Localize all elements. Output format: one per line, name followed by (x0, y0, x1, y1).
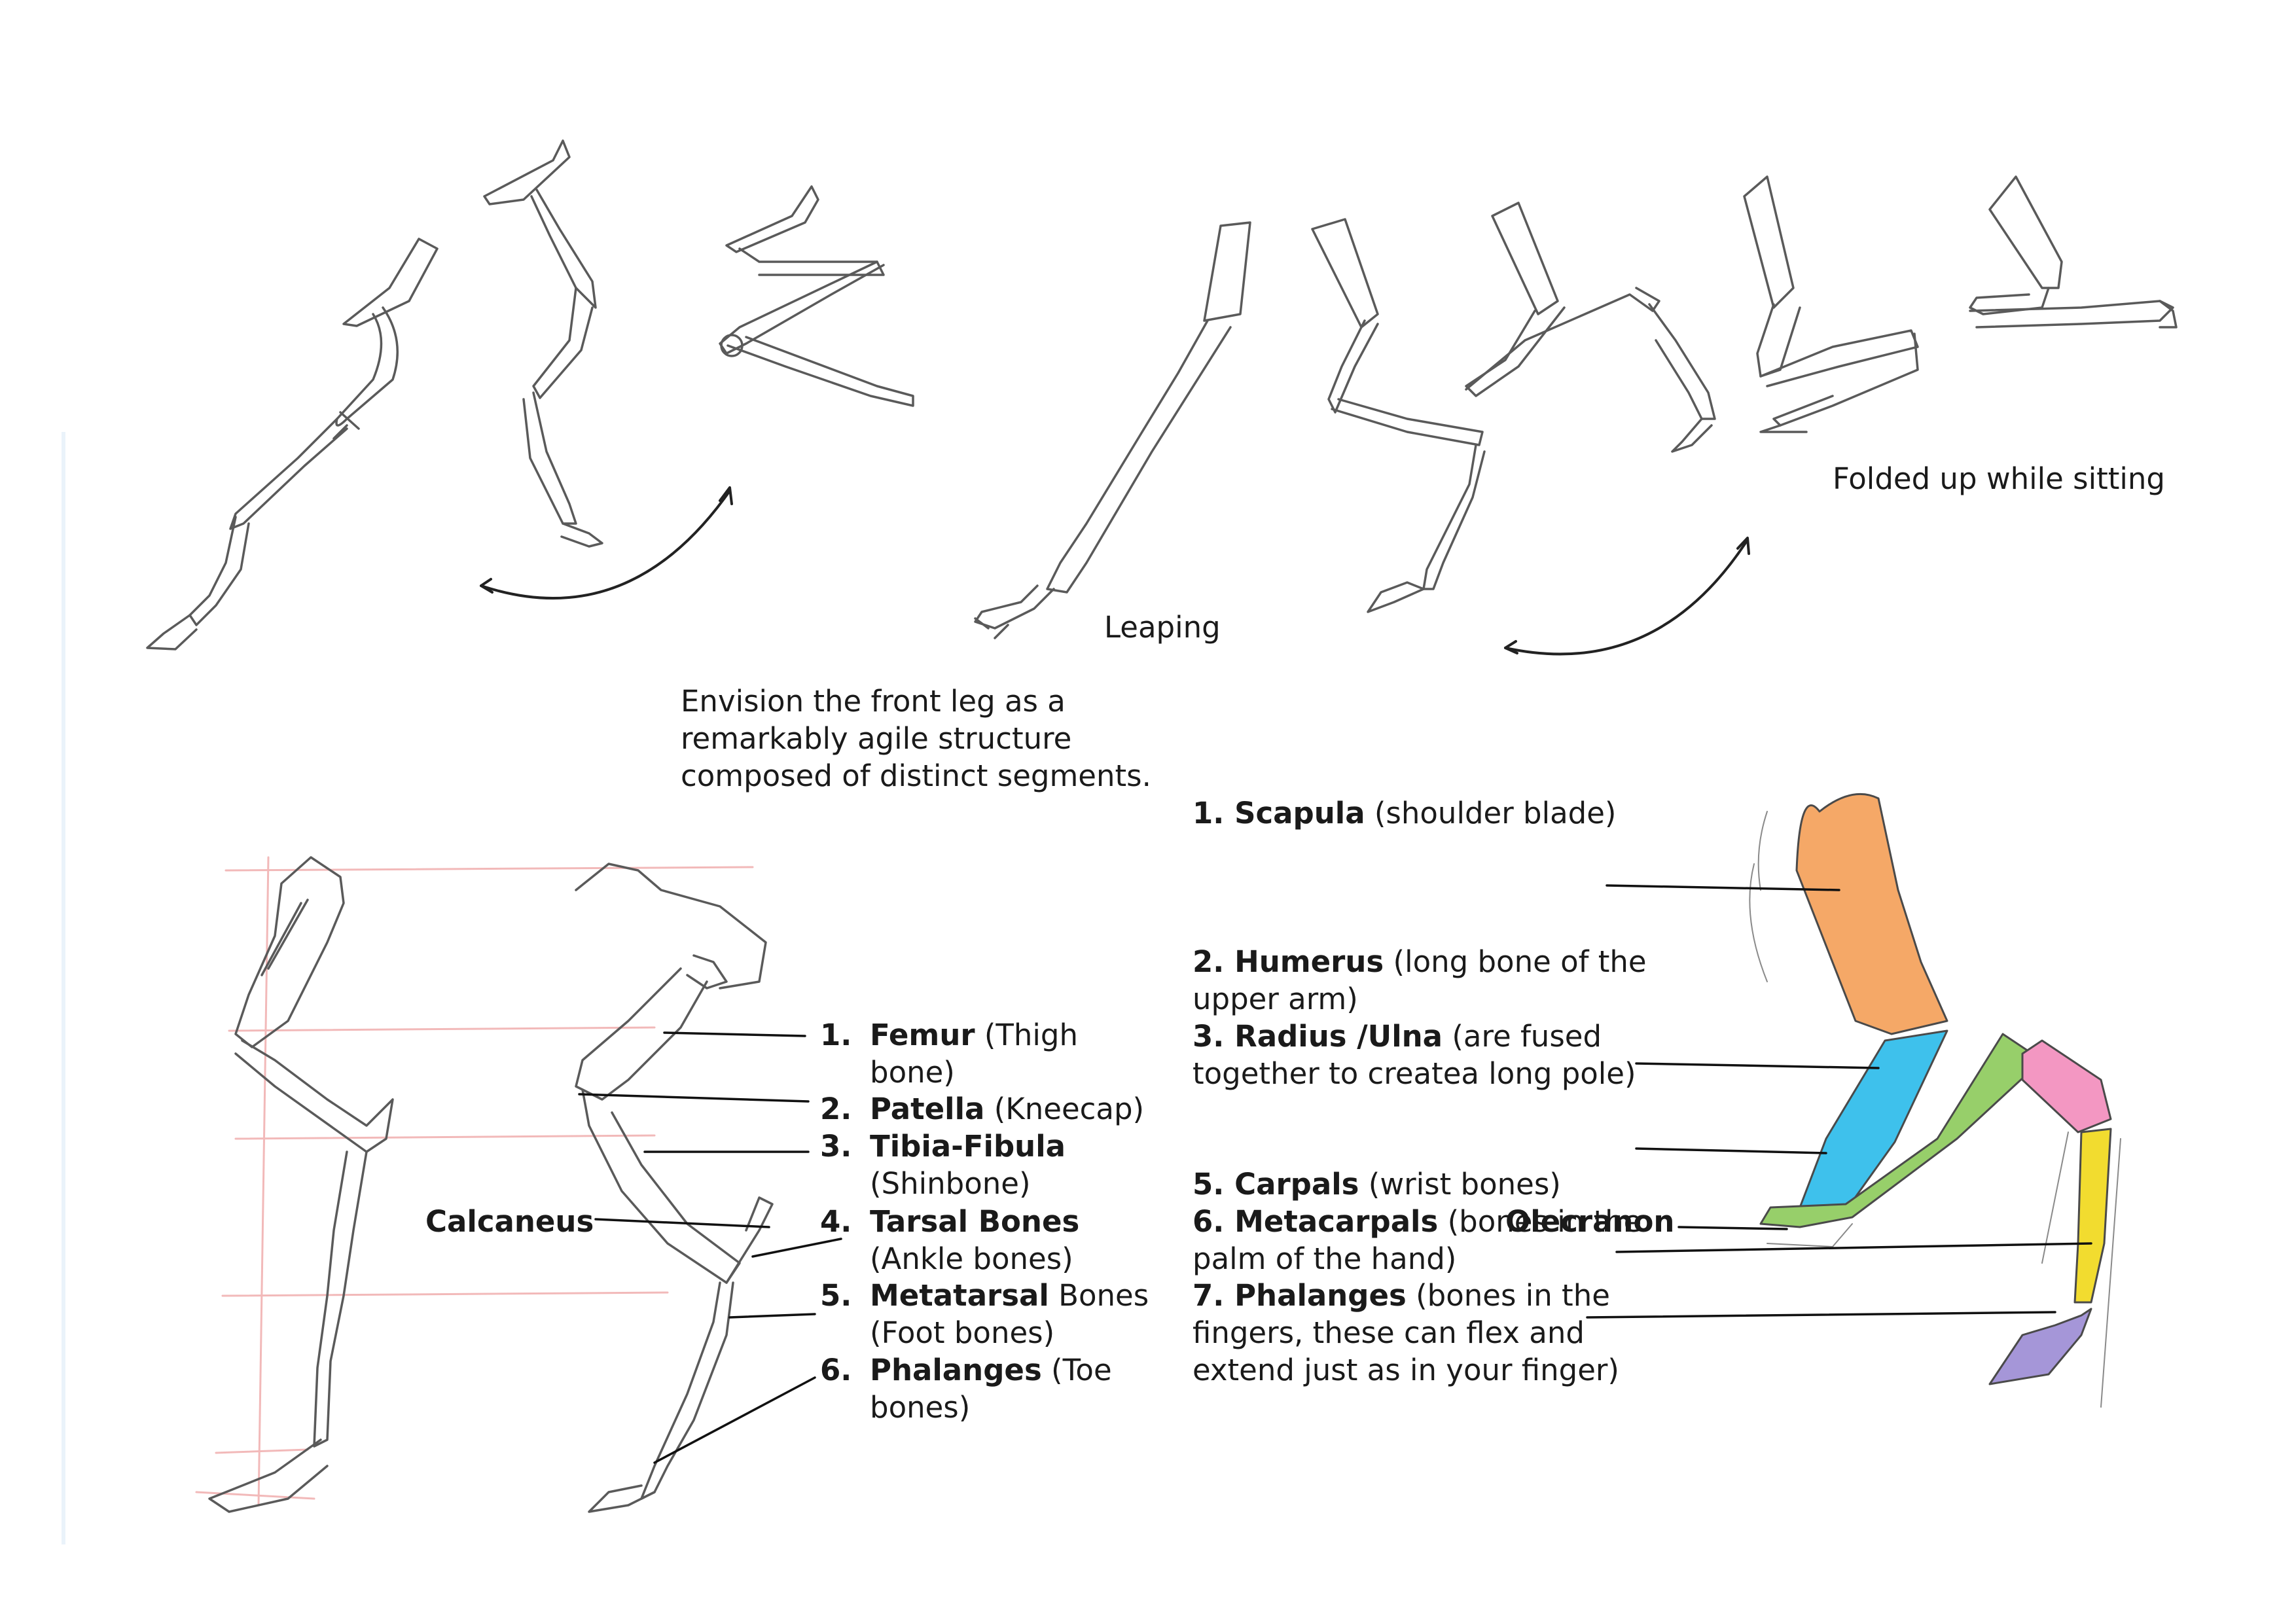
caption-envision-line: Envision the front leg as a (681, 684, 1066, 719)
label-olecranon: Olecranon (1505, 1203, 1674, 1240)
bone-desc: (Thigh (975, 1018, 1079, 1052)
hind-leg-extended-sketch (146, 238, 439, 651)
list-number: 1. (820, 1018, 852, 1052)
bone-name: 7. Phalanges (1193, 1278, 1407, 1313)
list-number: 2. (820, 1092, 852, 1126)
list-line: 7. Phalanges (bones in the (1193, 1277, 1610, 1314)
front-leg-sitting-sketch (1969, 175, 2178, 329)
list-line: 2. Humerus (long bone of the (1193, 943, 1647, 980)
list-number: 4. (820, 1204, 852, 1239)
calcaneus-name: Calcaneus (425, 1204, 594, 1239)
list-line: Tarsal Bones (870, 1203, 1079, 1240)
bone-desc: (are fused (1443, 1019, 1602, 1054)
bone-name: 6. Metacarpals (1193, 1204, 1439, 1239)
bone-desc: (shoulder blade) (1365, 796, 1617, 830)
carpals-shape (2021, 1039, 2112, 1133)
bone-name: 1. Scapula (1193, 796, 1365, 830)
phalanges-shape (1988, 1308, 2092, 1385)
bone-name: Femur (870, 1018, 975, 1052)
rotation-arrow-left (480, 490, 731, 599)
bone-name: Phalanges (870, 1353, 1042, 1387)
caption-leaping: Leaping (1104, 610, 1221, 645)
front-leg-step-sketch (1465, 202, 1716, 453)
bone-desc: (bones in the (1438, 1204, 1642, 1239)
label-calcaneus: Calcaneus (425, 1203, 594, 1240)
hind-leg-folded-sketch (719, 185, 914, 407)
front-leg-colored-anatomy (1749, 793, 2121, 1408)
front-leg-bent-sketch (1311, 218, 1486, 613)
bone-desc-line2: together to createa long pole) (1193, 1056, 1636, 1091)
hind-leg-skeleton-sketch (575, 863, 774, 1513)
bone-desc-line2: bones) (870, 1390, 971, 1425)
bone-name: 5. Carpals (1193, 1167, 1359, 1202)
bone-desc: (long bone of the (1384, 944, 1647, 979)
front-leg-folding-sketch (1743, 175, 1919, 433)
bone-name: 3. Radius /Ulna (1193, 1019, 1443, 1054)
bone-desc: (wrist bones) (1359, 1167, 1561, 1202)
bone-desc-line2: upper arm) (1193, 982, 1358, 1016)
list-number: 3. (820, 1129, 852, 1164)
list-line: 6. Metacarpals (bones in the (1193, 1203, 1641, 1240)
bone-desc-line2: fingers, these can flex and (1193, 1315, 1585, 1350)
bone-name: Tibia-Fibula (870, 1129, 1066, 1164)
bone-desc-line2: bone) (870, 1055, 955, 1090)
list-line: Patella (Kneecap) (870, 1090, 1144, 1128)
list-line: Metatarsal Bones (870, 1277, 1149, 1314)
rotation-arrow-right (1504, 539, 1749, 656)
list-number: 6. (820, 1353, 852, 1387)
bone-desc: (bones in the (1406, 1278, 1610, 1313)
bone-name: Patella (870, 1092, 985, 1126)
hind-leg-outline-sketch (208, 856, 394, 1513)
caption-folded-sitting: Folded up while sitting (1833, 461, 2165, 496)
bone-desc-line3: extend just as in your finger) (1193, 1353, 1619, 1387)
list-line: Femur (Thigh (870, 1016, 1078, 1054)
bone-name: Tarsal Bones (870, 1204, 1080, 1239)
metacarpals-shape (2073, 1128, 2112, 1304)
proportion-guide-lines (195, 856, 754, 1507)
bone-desc: Bones (1049, 1278, 1149, 1313)
bone-desc: (Toe (1041, 1353, 1112, 1387)
hind-leg-crouch-sketch (483, 139, 603, 548)
radius-ulna-shape (1759, 1033, 2043, 1228)
bone-desc-line2: (Foot bones) (870, 1315, 1055, 1350)
list-number: 5. (820, 1278, 852, 1313)
list-line: 1. Scapula (shoulder blade) (1193, 794, 1616, 832)
leader-lines (578, 884, 2092, 1464)
list-line: Tibia-Fibula (870, 1128, 1066, 1165)
bone-desc-line2: (Ankle bones) (870, 1241, 1073, 1276)
front-leg-leaping-sketch (974, 221, 1251, 639)
bone-desc-line2: (Shinbone) (870, 1166, 1031, 1201)
list-line: 5. Carpals (wrist bones) (1193, 1166, 1561, 1203)
page-edge-strip (62, 432, 65, 1544)
bone-name: Metatarsal (870, 1278, 1049, 1313)
olecranon-name: Olecranon (1505, 1204, 1675, 1239)
list-line: Phalanges (Toe (870, 1351, 1112, 1389)
scapula-shape (1795, 793, 1948, 1035)
list-line: 3. Radius /Ulna (are fused (1193, 1018, 1602, 1055)
caption-envision-line: composed of distinct segments. (681, 758, 1151, 793)
bone-desc-line2: palm of the hand) (1193, 1241, 1457, 1276)
caption-envision-line: remarkably agile structure (681, 721, 1072, 756)
bone-name: 2. Humerus (1193, 944, 1384, 979)
bone-desc: (Kneecap) (984, 1092, 1145, 1126)
caption-envision: Envision the front leg as a remarkably a… (681, 683, 1151, 794)
